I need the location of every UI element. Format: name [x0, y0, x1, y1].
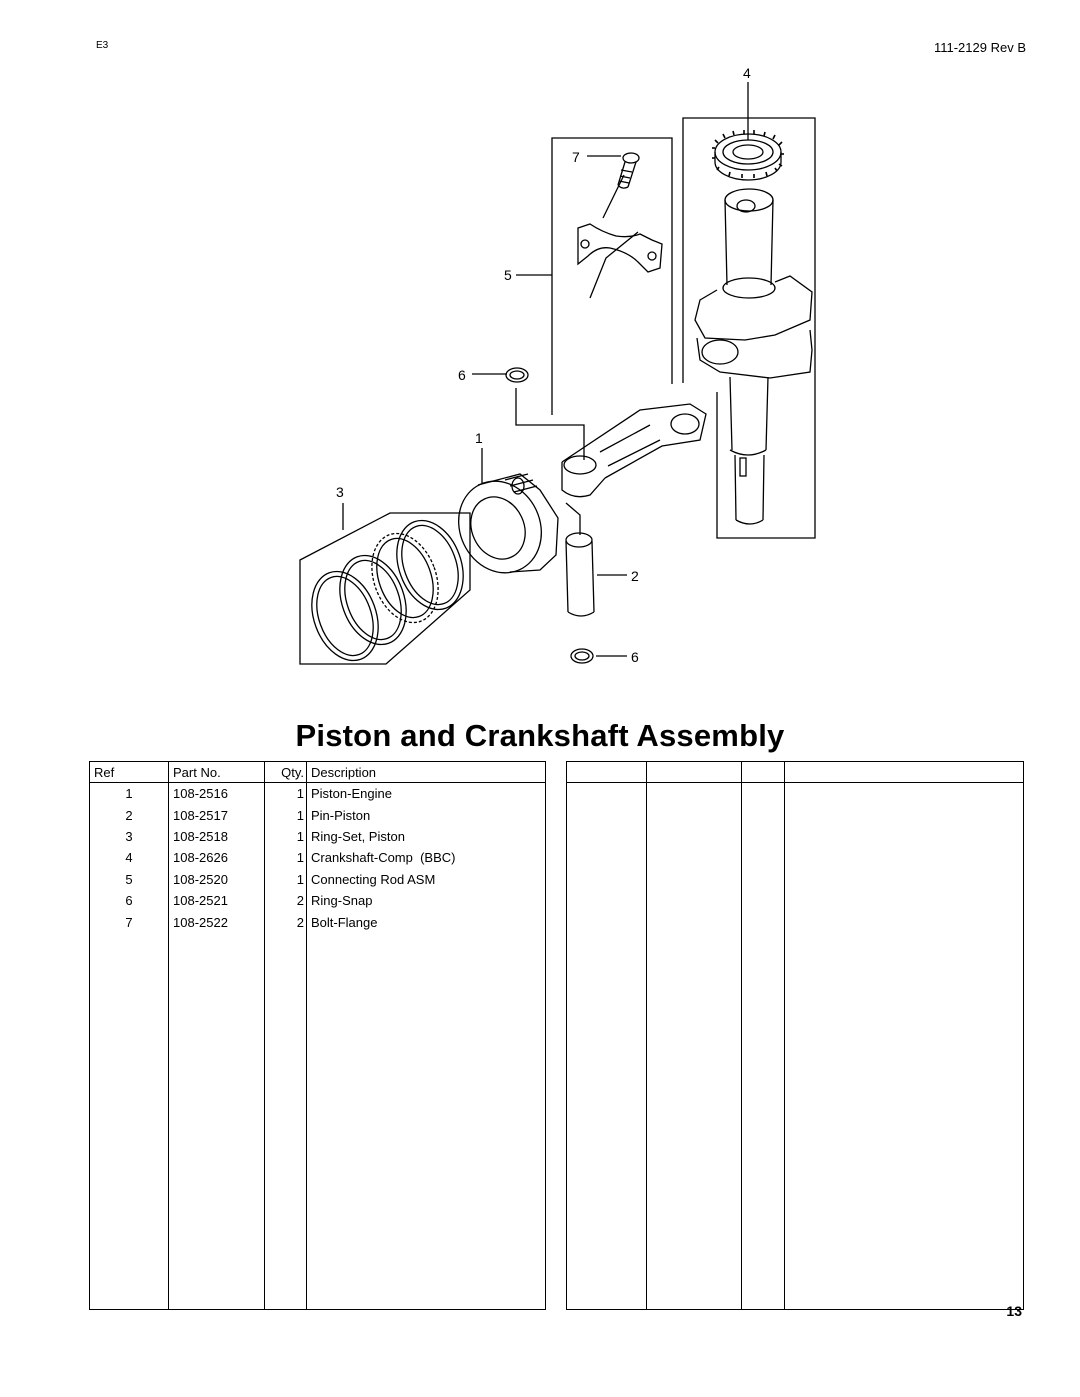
snap-ring-icon — [505, 367, 529, 383]
connecting-rod-box-outline — [551, 137, 673, 415]
callout-label: 5 — [504, 267, 512, 283]
cell-part-no: 108-2626 — [168, 847, 265, 869]
cell-description: Ring-Snap — [306, 889, 546, 912]
cell-description: Piston-Engine — [306, 782, 546, 805]
snap-ring-icon — [570, 648, 594, 664]
table-row: 5 108-2520 1 Connecting Rod ASM — [89, 868, 546, 890]
cell-qty: 1 — [264, 804, 307, 826]
table-row: 7 108-2522 2 Bolt-Flange — [89, 911, 546, 933]
table-row: 2 108-2517 1 Pin-Piston — [89, 804, 546, 826]
column-header-description: Description — [306, 761, 546, 783]
cell-description: Ring-Set, Piston — [306, 825, 546, 848]
ring-set-box-outline — [299, 512, 471, 665]
cell-ref: 4 — [89, 847, 169, 869]
cell-qty: 1 — [264, 782, 307, 805]
cell-part-no: 108-2516 — [168, 782, 265, 805]
bolt-icon — [617, 152, 640, 189]
cell-ref: 5 — [89, 868, 169, 890]
cell-part-no: 108-2522 — [168, 911, 265, 933]
crankshaft-icon — [694, 188, 813, 525]
table-row: 4 108-2626 1 Crankshaft-Comp (BBC) — [89, 847, 546, 869]
parts-table: Ref Part No. Qty. Description 1 108-2516… — [89, 761, 546, 1310]
cell-part-no: 108-2518 — [168, 825, 265, 848]
cell-description: Crankshaft-Comp (BBC) — [306, 847, 546, 869]
column-header-qty: Qty. — [264, 761, 307, 783]
cell-qty: 1 — [264, 825, 307, 848]
cell-part-no: 108-2520 — [168, 868, 265, 890]
cell-qty: 1 — [264, 868, 307, 890]
cell-qty: 2 — [264, 889, 307, 912]
crankshaft-box-outline — [682, 117, 816, 539]
cell-description: Bolt-Flange — [306, 911, 546, 933]
cell-ref: 1 — [89, 782, 169, 805]
corner-code: E3 — [96, 40, 109, 51]
exploded-parts-diagram: 4 7 5 6 1 3 2 6 — [299, 65, 816, 665]
callout-label: 3 — [336, 484, 344, 500]
page-number: 13 — [1006, 1303, 1022, 1319]
cell-qty: 1 — [264, 847, 307, 869]
callout-label: 7 — [572, 149, 580, 165]
table-row: 3 108-2518 1 Ring-Set, Piston — [89, 825, 546, 848]
callout-label: 6 — [631, 649, 639, 665]
crankshaft-gear-icon — [712, 130, 784, 181]
callout-label: 6 — [458, 367, 466, 383]
column-header-part-no: Part No. — [168, 761, 265, 783]
piston-rings-icon — [311, 519, 464, 662]
callout-label: 4 — [743, 65, 751, 81]
callout-label: 1 — [475, 430, 483, 446]
table-filler-row — [89, 932, 546, 1310]
cell-qty: 2 — [264, 911, 307, 933]
cell-part-no: 108-2521 — [168, 889, 265, 912]
column-header-ref: Ref — [89, 761, 169, 783]
cell-ref: 6 — [89, 889, 169, 912]
connecting-rod-icon — [561, 403, 707, 498]
parts-table-continued — [566, 761, 1024, 1310]
table-row: 1 108-2516 1 Piston-Engine — [89, 782, 546, 805]
cell-ref: 7 — [89, 911, 169, 933]
callout-label: 2 — [631, 568, 639, 584]
cell-ref: 3 — [89, 825, 169, 848]
page-title: Piston and Crankshaft Assembly — [295, 718, 785, 753]
cell-description: Connecting Rod ASM — [306, 868, 546, 890]
cell-part-no: 108-2517 — [168, 804, 265, 826]
piston-pin-icon — [565, 532, 595, 617]
document-number: 111-2129 Rev B — [933, 40, 1026, 55]
table-row: 6 108-2521 2 Ring-Snap — [89, 889, 546, 912]
rod-cap-icon — [577, 223, 663, 273]
piston-icon — [458, 473, 559, 574]
cell-ref: 2 — [89, 804, 169, 826]
cell-description: Pin-Piston — [306, 804, 546, 826]
